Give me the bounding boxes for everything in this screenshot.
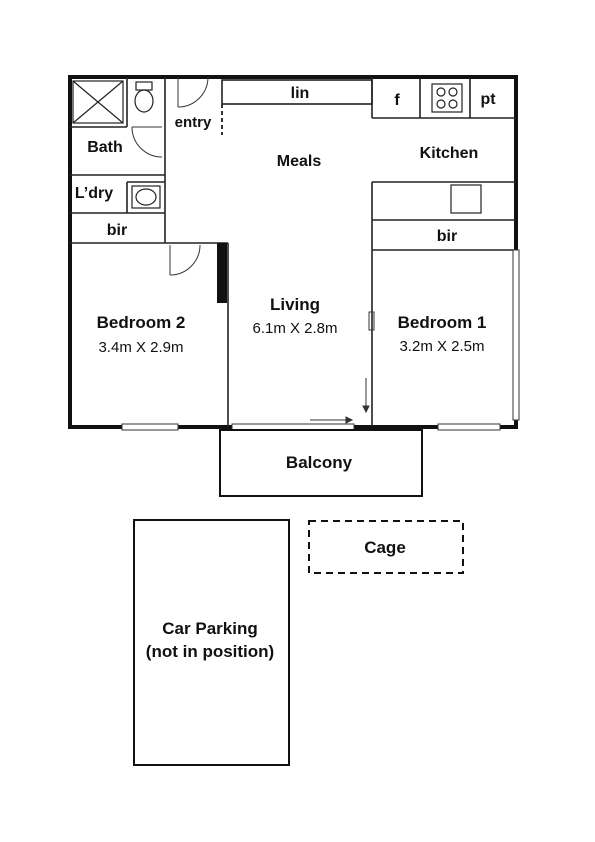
room-label-linen: lin — [291, 85, 310, 102]
room-label-bedroom2: Bedroom 2 — [97, 313, 186, 332]
room-label-bath: Bath — [87, 139, 123, 156]
bedroom2-door-icon — [169, 244, 201, 276]
outer-walls — [68, 75, 518, 429]
room-label-fridge: f — [394, 92, 400, 109]
bath-door-icon — [131, 126, 163, 158]
label-car-parking: Car Parking — [162, 619, 257, 638]
sliding-door-arrow-icon — [310, 416, 354, 424]
room-label-bir-bedroom2: bir — [107, 222, 127, 239]
fixtures — [72, 80, 482, 214]
label-car-parking-note: (not in position) — [146, 642, 274, 661]
room-size-bedroom2: 3.4m X 2.9m — [98, 339, 183, 356]
wall-segment — [217, 243, 227, 303]
room-label-bir-bedroom1: bir — [437, 228, 457, 245]
cooktop-icon — [431, 83, 463, 113]
room-label-kitchen: Kitchen — [420, 145, 479, 162]
laundry-trough-icon — [131, 185, 161, 209]
room-label-laundry: L’dry — [75, 185, 113, 202]
interior-walls — [70, 77, 516, 427]
room-label-meals: Meals — [277, 153, 322, 170]
unit-outline — [68, 75, 518, 429]
room-label-living: Living — [270, 295, 320, 314]
label-cage: Cage — [364, 538, 406, 557]
cage-outline — [308, 520, 464, 574]
toilet-icon — [134, 81, 154, 113]
room-label-balcony: Balcony — [286, 453, 353, 472]
room-label-bedroom1: Bedroom 1 — [398, 313, 487, 332]
room-size-bedroom1: 3.2m X 2.5m — [399, 338, 484, 355]
room-label-entry: entry — [175, 114, 212, 131]
shower-icon — [72, 80, 124, 124]
doors — [131, 76, 375, 424]
entry-door-icon — [177, 76, 209, 108]
sink-icon — [450, 184, 482, 214]
vent-icon — [368, 311, 375, 331]
room-size-living: 6.1m X 2.8m — [252, 320, 337, 337]
room-label-pantry: pt — [480, 91, 496, 108]
car-parking-outline — [133, 519, 290, 766]
balcony-outline — [219, 429, 423, 497]
vertical-arrow-icon — [362, 378, 370, 414]
